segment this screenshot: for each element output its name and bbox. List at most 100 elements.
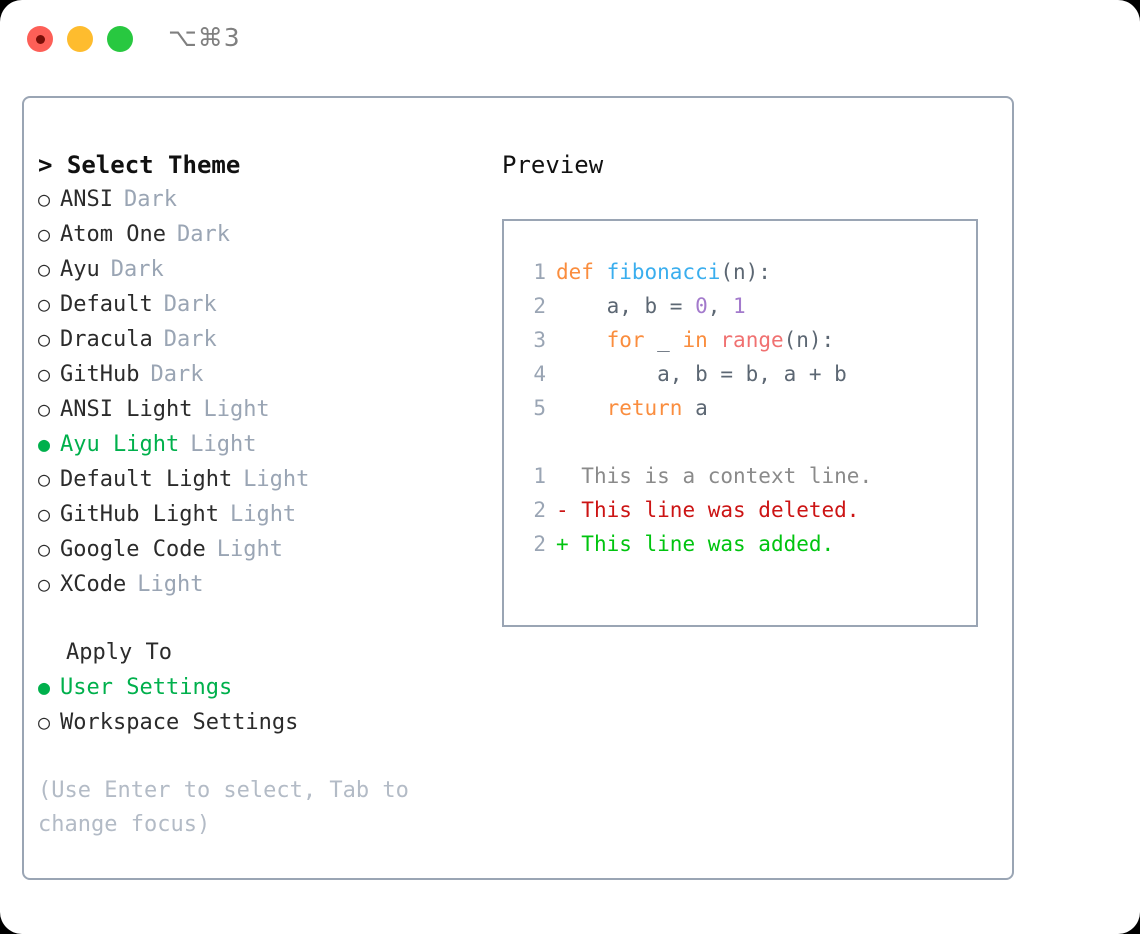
radio-unselected-icon: ○ [38, 537, 51, 561]
theme-option-kind: Dark [123, 187, 177, 212]
diff-marker: + [556, 532, 582, 556]
code-token [556, 328, 607, 352]
code-token: a [682, 396, 708, 420]
radio-selected-icon: ● [38, 432, 51, 456]
theme-option-google-code[interactable]: ○ Google Code Light [38, 532, 478, 567]
code-line-content: def fibonacci(n): [556, 255, 771, 289]
line-number: 1 [533, 260, 546, 284]
code-token [708, 328, 721, 352]
radio-selected-icon: ● [38, 675, 51, 699]
keyboard-shortcut-label: ⌥⌘3 [168, 23, 241, 52]
select-theme-heading: > Select Theme [38, 151, 241, 179]
code-token: 1 [733, 294, 746, 318]
code-token: a, b = b, a + b [556, 362, 847, 386]
radio-unselected-icon: ○ [38, 187, 51, 211]
theme-option-ayu[interactable]: ○ Ayu Dark [38, 252, 478, 287]
theme-option-name: Dracula [60, 327, 153, 352]
apply-to-option-name: Workspace Settings [60, 710, 299, 735]
radio-unselected-icon: ○ [38, 397, 51, 421]
code-line-content: return a [556, 391, 708, 425]
diff-line-del: 2- This line was deleted. [504, 493, 976, 527]
line-number: 1 [533, 464, 546, 488]
code-line-content: for _ in range(n): [556, 323, 835, 357]
radio-unselected-icon: ○ [38, 327, 51, 351]
apply-to-option-name: User Settings [60, 675, 233, 700]
line-number: 3 [533, 328, 546, 352]
diff-line-ctx: 1 This is a context line. [504, 459, 976, 493]
diff-text: This line was added. [581, 532, 835, 556]
code-token: return [606, 396, 683, 420]
code-line: 5 return a [504, 391, 976, 425]
radio-unselected-icon: ○ [38, 572, 51, 596]
line-number: 4 [533, 362, 546, 386]
theme-option-name: Atom One [60, 222, 166, 247]
code-line-content: a, b = b, a + b [556, 357, 847, 391]
diff-marker [556, 459, 581, 493]
code-line: 3 for _ in range(n): [504, 323, 976, 357]
diff-line-add: 2 + This line was added. [504, 527, 976, 561]
code-token: a, b = [556, 294, 696, 318]
theme-option-ansi[interactable]: ○ ANSI Dark [38, 182, 478, 217]
diff-marker: - [556, 498, 582, 522]
diff-text: This is a context line. [581, 464, 873, 488]
window-controls [27, 26, 133, 52]
code-token: _ [644, 328, 683, 352]
radio-unselected-icon: ○ [38, 257, 51, 281]
theme-option-kind: Light [243, 467, 310, 492]
code-token: def [556, 260, 607, 284]
code-line: 2 a, b = 0, 1 [504, 289, 976, 323]
code-token [556, 396, 607, 420]
diff-sample: 1 This is a context line.2- This line wa… [504, 459, 976, 561]
title-bar: ⌥⌘3 [0, 0, 1140, 78]
apply-to-option-user-settings[interactable]: ● User Settings [38, 670, 478, 705]
radio-unselected-icon: ○ [38, 467, 51, 491]
theme-option-kind: Light [203, 397, 270, 422]
close-button-icon[interactable] [27, 26, 53, 52]
radio-unselected-icon: ○ [38, 292, 51, 316]
code-line-content: a, b = 0, 1 [556, 289, 746, 323]
code-token: for [606, 328, 645, 352]
theme-option-kind: Dark [110, 257, 164, 282]
line-number: 2 [533, 294, 546, 318]
theme-option-ansi-light[interactable]: ○ ANSI Light Light [38, 392, 478, 427]
radio-unselected-icon: ○ [38, 222, 51, 246]
diff-text: This line was deleted. [581, 498, 860, 522]
theme-option-kind: Light [216, 537, 283, 562]
theme-option-kind: Dark [176, 222, 230, 247]
code-token: fibonacci [606, 260, 721, 284]
line-number: 2 [533, 498, 546, 522]
keyboard-hint-text: (Use Enter to select, Tab to change focu… [38, 778, 409, 837]
theme-option-name: Ayu Light [60, 432, 180, 457]
line-number: 5 [533, 396, 546, 420]
apply-to-option-workspace-settings[interactable]: ○Workspace Settings [38, 705, 478, 740]
preview-spacer [504, 425, 976, 459]
code-token: range [720, 328, 784, 352]
theme-option-name: ANSI [60, 187, 113, 212]
preview-title: Preview [502, 151, 604, 179]
theme-option-atom-one[interactable]: ○ Atom One Dark [38, 217, 478, 252]
code-line: 1 def fibonacci(n): [504, 255, 976, 289]
theme-option-kind: Dark [163, 292, 217, 317]
maximize-button-icon[interactable] [107, 26, 133, 52]
line-number: 2 [533, 532, 546, 556]
minimize-button-icon[interactable] [67, 26, 93, 52]
apply-to-section: Apply To ●User Settings○Workspace Settin… [38, 636, 478, 740]
code-token: 0 [695, 294, 708, 318]
theme-option-name: Google Code [60, 537, 206, 562]
theme-option-name: XCode [60, 572, 127, 597]
theme-option-name: Ayu [60, 257, 100, 282]
theme-option-name: ANSI Light [60, 397, 193, 422]
radio-unselected-icon: ○ [38, 502, 51, 526]
